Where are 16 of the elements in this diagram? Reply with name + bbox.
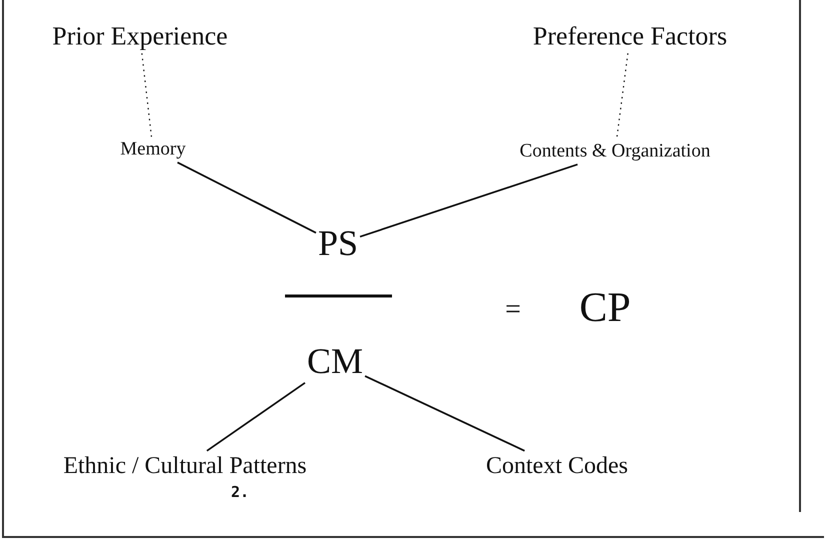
connector-line [364, 375, 525, 452]
factor-label: Contents & Organization [520, 142, 710, 162]
figure-number: 2. [230, 483, 250, 501]
factor-heading: Preference Factors [532, 22, 728, 52]
connector-line [177, 162, 316, 234]
factor-heading: Prior Experience [52, 22, 228, 52]
connector-line [360, 164, 578, 238]
factor-label: Memory [120, 140, 186, 160]
factor-label: Context Codes [486, 452, 628, 480]
formula-term: CM [306, 342, 364, 382]
dotted-line [141, 53, 152, 138]
formula-term: PS [318, 224, 358, 264]
equals-sign: = [505, 294, 521, 326]
factor-label: Ethnic / Cultural Patterns [63, 452, 307, 480]
formula-result: CP [579, 284, 631, 332]
connector-line [206, 382, 306, 452]
